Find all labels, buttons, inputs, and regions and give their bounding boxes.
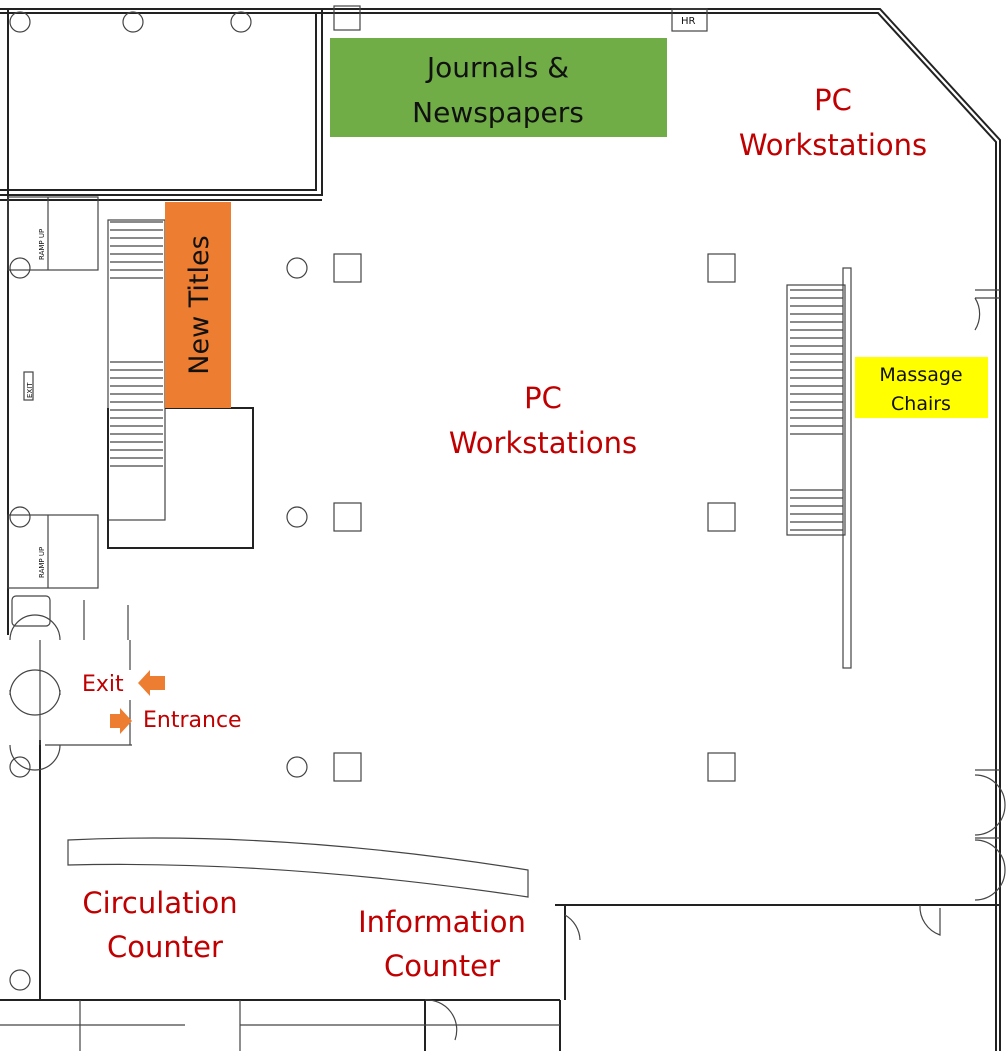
ramp-up-label: RAMP UP	[38, 229, 46, 260]
exit-marker: Exit	[82, 670, 165, 697]
entrance-marker: Entrance	[110, 708, 242, 734]
hr-label: HR	[681, 16, 696, 27]
exit-sign-label: EXIT	[26, 382, 34, 398]
svg-text:New Titles: New Titles	[184, 235, 215, 374]
svg-text:Entrance: Entrance	[143, 708, 242, 733]
circulation-counter: Circulation Counter	[82, 886, 237, 964]
svg-text:Workstations: Workstations	[449, 426, 637, 460]
svg-text:PC: PC	[524, 381, 562, 415]
ramp-up-label: RAMP UP	[38, 547, 46, 578]
svg-text:Exit: Exit	[82, 672, 124, 697]
svg-text:Workstations: Workstations	[739, 128, 927, 162]
pc-workstations-center: PC Workstations	[449, 381, 637, 460]
stairs-left	[110, 221, 163, 467]
svg-text:Chairs: Chairs	[891, 393, 951, 415]
arrow-right-icon	[110, 708, 132, 734]
arrow-left-icon	[138, 670, 165, 696]
journals-area: Journals & Newspapers	[330, 38, 667, 137]
information-counter: Information Counter	[358, 905, 526, 983]
pc-workstations-top: PC Workstations	[739, 83, 927, 162]
massage-chairs-area: Massage Chairs	[855, 357, 988, 418]
svg-text:Massage: Massage	[879, 364, 962, 386]
svg-text:Journals &: Journals &	[425, 51, 569, 84]
walls	[0, 5, 1006, 1051]
svg-text:Counter: Counter	[384, 949, 500, 983]
svg-text:Newspapers: Newspapers	[412, 96, 584, 129]
stairs-right	[790, 289, 843, 531]
svg-text:Counter: Counter	[107, 930, 223, 964]
svg-text:PC: PC	[814, 83, 852, 117]
svg-text:Information: Information	[358, 905, 526, 939]
columns	[9, 11, 736, 991]
svg-text:Circulation: Circulation	[82, 886, 237, 920]
new-titles-area: New Titles	[165, 202, 231, 408]
